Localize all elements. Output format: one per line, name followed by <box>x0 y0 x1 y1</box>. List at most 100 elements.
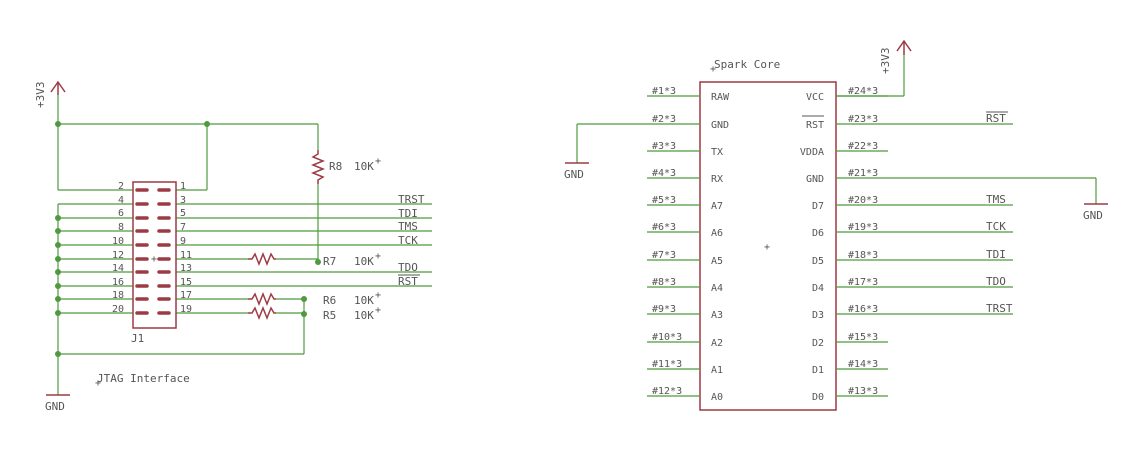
core-right-pin-name: D7 <box>812 201 824 212</box>
jtag-supply-label: +3V3 <box>34 82 47 109</box>
pin-number: 9 <box>180 236 186 247</box>
svg-text:+: + <box>764 242 770 253</box>
net-label-tdo: TDO <box>398 261 418 274</box>
core-left-pin-name: A7 <box>711 201 723 212</box>
core-right-pin-name: VDDA <box>800 147 824 158</box>
core-left-pin-name: A4 <box>711 283 723 294</box>
core-right-pin-name: RST <box>806 120 824 131</box>
core-left-pin-name: A3 <box>711 310 723 321</box>
resistor-r6: R6 10K + <box>248 290 381 307</box>
core-left-net-label: #8*3 <box>652 277 676 288</box>
core-left-net-label: #12*3 <box>652 386 682 397</box>
core-left-net-label: #9*3 <box>652 304 676 315</box>
core-right-net-label: #18*3 <box>848 250 878 261</box>
net-label-tdi: TDI <box>398 207 418 220</box>
core-right-pin-name: D2 <box>812 338 824 349</box>
jtag-ground-symbol: GND <box>45 394 70 413</box>
pin-number: 13 <box>180 263 192 274</box>
r8-label: R8 <box>329 160 342 173</box>
core-net-label-tck: TCK <box>986 220 1006 233</box>
core-left-pin-name: A6 <box>711 228 723 239</box>
jtag-left-pin-wires <box>55 203 133 316</box>
jtag-ground-label: GND <box>45 400 65 413</box>
core-left-net-label: #11*3 <box>652 359 682 370</box>
core-right-pin-name: D6 <box>812 228 824 239</box>
core-signal-wires <box>888 123 1013 315</box>
pin-number: 10 <box>112 236 124 247</box>
core-left-pin-name: A0 <box>711 392 723 403</box>
core-right-net-label: #13*3 <box>848 386 878 397</box>
core-right-pin-name: VCC <box>806 92 824 103</box>
r8-value: 10K <box>354 160 374 173</box>
core-ground-left: GND <box>564 123 647 181</box>
core-right-net-label: #24*3 <box>848 86 878 97</box>
core-left-pin-name: GND <box>711 120 729 131</box>
core-net-label-tms: TMS <box>986 193 1006 206</box>
r5-label: R5 <box>323 309 336 322</box>
pin-number: 20 <box>112 304 124 315</box>
r5-value: 10K <box>354 309 374 322</box>
core-left-net-label: #6*3 <box>652 222 676 233</box>
pin-number: 18 <box>112 290 124 301</box>
pin-number: 3 <box>180 195 186 206</box>
pin-number: 5 <box>180 208 186 219</box>
pin-number: 14 <box>112 263 124 274</box>
resistor-r7: R7 10K + <box>248 251 381 268</box>
core-left-net-label: #2*3 <box>652 114 676 125</box>
pin-number: 12 <box>112 250 124 261</box>
r6-label: R6 <box>323 294 336 307</box>
svg-text:+: + <box>375 251 381 262</box>
net-label-tms: TMS <box>398 220 418 233</box>
core-right-pin-name: D5 <box>812 256 824 267</box>
svg-text:+: + <box>95 378 101 389</box>
pin-number: 19 <box>180 304 192 315</box>
pin-number: 4 <box>118 195 124 206</box>
svg-text:+: + <box>375 290 381 301</box>
svg-text:+: + <box>375 305 381 316</box>
core-right-net-label: #15*3 <box>848 332 878 343</box>
jtag-caption: JTAG Interface <box>97 372 190 385</box>
core-title: Spark Core <box>714 58 780 71</box>
net-label-rst: RST <box>398 275 418 288</box>
core-right-pin-name: GND <box>806 174 824 185</box>
jtag-section: +3V3 R8 10K + <box>34 80 432 413</box>
resistor-r5: R5 10K + <box>248 305 381 322</box>
pin-number: 17 <box>180 290 192 301</box>
spark-core-section: Spark Core + + +3V3 #1*3RAW#2*3GND#3*3TX… <box>564 39 1108 411</box>
pin-number: 8 <box>118 222 124 233</box>
core-left-net-label: #5*3 <box>652 195 676 206</box>
svg-text:+: + <box>710 64 716 75</box>
connector-pins <box>135 188 171 315</box>
connector-left-pin-numbers: 2 4 6 8 10 12 14 16 18 20 <box>112 181 124 315</box>
jtag-supply-wires <box>55 95 319 191</box>
core-right-net-label: #19*3 <box>848 222 878 233</box>
core-left-pin-name: A2 <box>711 338 723 349</box>
jtag-supply-symbol: +3V3 <box>34 80 66 109</box>
core-left-net-label: #7*3 <box>652 250 676 261</box>
pin-number: 16 <box>112 277 124 288</box>
jtag-signal-labels: TRST TDI TMS TCK TDO RST <box>398 193 425 288</box>
core-left-pin-name: RAW <box>711 92 730 103</box>
pin-number: 6 <box>118 208 124 219</box>
core-right-net-label: #14*3 <box>848 359 878 370</box>
core-left-pin-name: A5 <box>711 256 723 267</box>
core-ground-right-label: GND <box>1083 209 1103 222</box>
core-net-label-tdo: TDO <box>986 275 1006 288</box>
core-right-pin-name: D3 <box>812 310 824 321</box>
core-signal-labels: RST TMS TCK TDI TDO TRST <box>986 111 1013 315</box>
core-right-pins: #24*3VCC#23*3RST#22*3VDDA#21*3GND#20*3D7… <box>800 86 888 403</box>
pin-number: 2 <box>118 181 124 192</box>
net-label-tck: TCK <box>398 234 418 247</box>
r6-value: 10K <box>354 294 374 307</box>
core-ground-left-label: GND <box>564 168 584 181</box>
core-right-net-label: #22*3 <box>848 141 878 152</box>
core-right-net-label: #23*3 <box>848 114 878 125</box>
core-left-net-label: #1*3 <box>652 86 676 97</box>
core-right-net-label: #21*3 <box>848 168 878 179</box>
pin-number: 1 <box>180 181 186 192</box>
core-ground-right: GND <box>888 177 1108 222</box>
connector-right-pin-numbers: 1 3 5 7 9 11 13 15 17 19 <box>180 181 192 315</box>
svg-text:+: + <box>151 254 157 265</box>
core-net-label-trst: TRST <box>986 302 1013 315</box>
